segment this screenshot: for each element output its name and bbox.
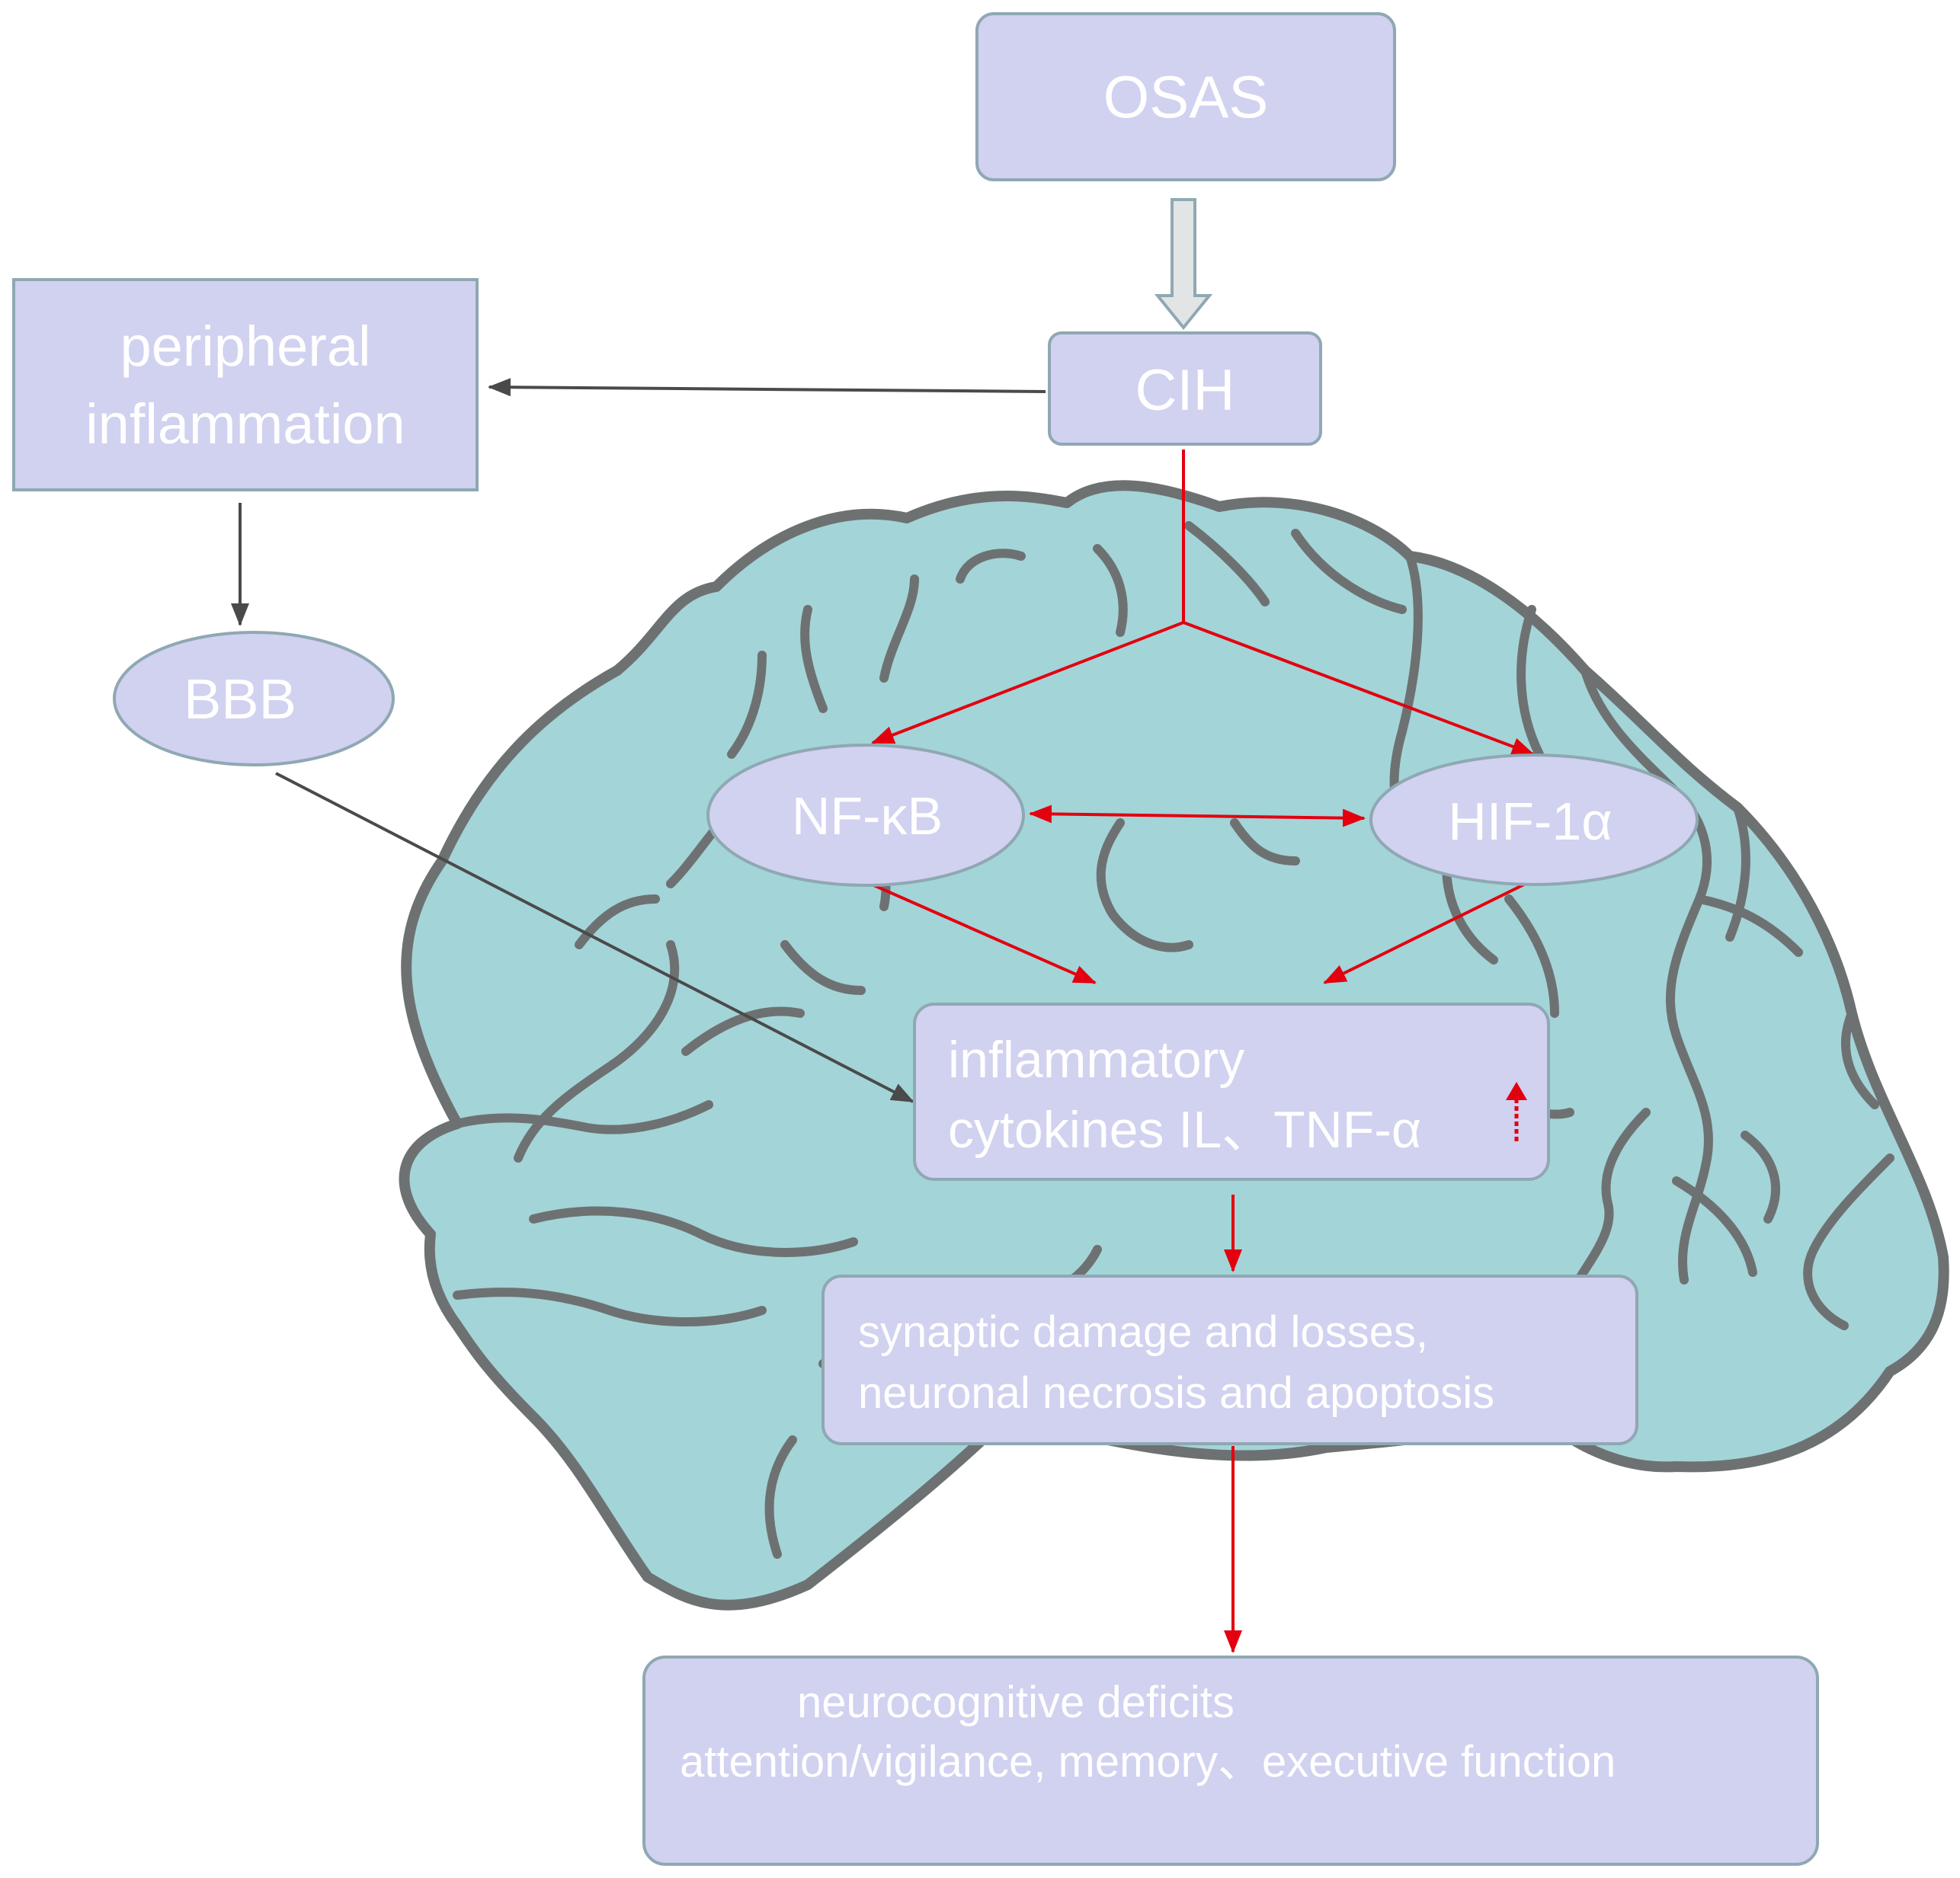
damage-label-line1: synaptic damage and losses, (858, 1307, 1428, 1357)
cih-to-nfkb-arrow (871, 621, 1184, 744)
nfkb-node: NF-κB (706, 744, 1025, 887)
deficits-label-line2: attention/vigilance, memory、executive fu… (680, 1737, 1616, 1787)
peripheral-label-line2: inflammation (85, 392, 405, 456)
hif-label: HIF-1α (1448, 792, 1612, 851)
cih-to-hif-arrow (1183, 621, 1535, 756)
cih-to-peripheral-arrow (488, 378, 1046, 397)
nfkb-label: NF-κB (792, 786, 943, 846)
osas-to-cih-arrow (1154, 198, 1213, 331)
osas-label: OSAS (1103, 63, 1269, 130)
bbb-to-cytokines-arrow (275, 772, 914, 1103)
synaptic-damage-node: synaptic damage and losses, neuronal nec… (821, 1275, 1638, 1445)
cytokines-label-line1: inflammatory (948, 1031, 1244, 1089)
hif-node: HIF-1α (1369, 753, 1699, 886)
cih-node: CIH (1048, 331, 1322, 446)
neurocognitive-deficits-node: neurocognitive deficits attention/vigila… (642, 1656, 1819, 1866)
connectors (231, 198, 1535, 1653)
bbb-node: BBB (113, 631, 395, 766)
osas-node: OSAS (975, 12, 1396, 181)
nfkb-hif-bidirectional-arrow (1029, 805, 1366, 827)
cih-label: CIH (1135, 358, 1235, 423)
nfkb-to-cytokines-arrow (870, 882, 1097, 984)
peripheral-label-line1: peripheral (120, 315, 370, 378)
hif-to-cytokines-arrow (1323, 879, 1532, 984)
damage-label-line2: neuronal necrosis and apoptosis (858, 1368, 1494, 1418)
deficits-label-line1: neurocognitive deficits (797, 1678, 1235, 1727)
increase-up-arrow-head (1506, 1082, 1527, 1100)
bbb-label: BBB (184, 667, 296, 731)
cytokines-label-line2: cytokines IL、TNF-α (948, 1101, 1421, 1159)
cytokines-node: inflammatory cytokines IL、TNF-α (913, 1003, 1550, 1181)
peripheral-inflammation-node: peripheral inflammation (12, 278, 479, 491)
